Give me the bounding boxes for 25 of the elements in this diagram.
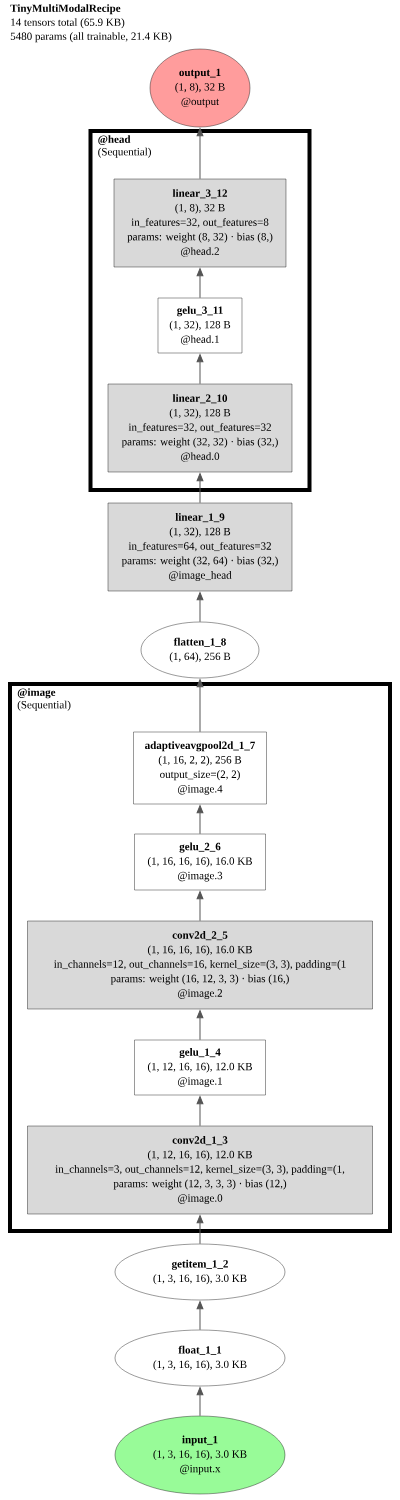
- arrow: [196, 268, 204, 299]
- layer-box: linear_3_12 (1, 8), 32 B in_features=32, out_features=8 params: weight (8, 32) · bias (8,) @head.2: [113, 178, 287, 268]
- arrow: [196, 592, 204, 623]
- arrow: [196, 679, 204, 733]
- arrow: [196, 1010, 204, 1041]
- layer-box: linear_1_9 (1, 32), 128 B in_features=64, out_features=32 params: weight (32, 64) · bias (32,) @image_head: [107, 502, 293, 592]
- layer-box: conv2d_2_5 (1, 16, 16, 16), 16.0 KB in_channels=12, out_channels=16, kernel_size=(3, 3), padding=(1 params: weight (16, 12, 3, 3) · bias (16,) @image.2: [27, 920, 373, 1010]
- summary-text: 14 tensors total (65.9 KB): [11, 18, 125, 29]
- arrow: [196, 1096, 204, 1127]
- layer-box: adaptiveavgpool2d_1_7 (1, 16, 2, 2), 256 B output_size=(2, 2) @image.4: [133, 731, 267, 805]
- activation-box: gelu_3_11 (1, 32), 128 B @head.1: [157, 297, 243, 354]
- arrow: [196, 891, 204, 922]
- arrow: [196, 1215, 204, 1245]
- arrow: [196, 128, 204, 180]
- layer-box: linear_2_10 (1, 32), 128 B in_features=32, out_features=32 params: weight (32, 32) · bias (32,) @head.0: [107, 383, 293, 473]
- activation-box: gelu_1_4 (1, 12, 16, 16), 12.0 KB @image.1: [134, 1039, 266, 1096]
- arrow: [196, 1387, 204, 1417]
- title: TinyMultiModalRecipe: [10, 4, 121, 15]
- arrow: [196, 805, 204, 835]
- arrow: [196, 354, 204, 385]
- arrow: [196, 473, 204, 504]
- layer-box: conv2d_1_3 (1, 12, 16, 16), 12.0 KB in_channels=3, out_channels=12, kernel_size=(3, 3), padding=(1, params: weight (12, 3, 3, 3) · bias (12,) @image.0: [27, 1125, 373, 1215]
- activation-box: gelu_2_6 (1, 16, 16, 16), 16.0 KB @image.3: [134, 833, 266, 891]
- summary-text: 5480 params (all trainable, 21.4 KB): [10, 32, 172, 43]
- arrow: [196, 1301, 204, 1331]
